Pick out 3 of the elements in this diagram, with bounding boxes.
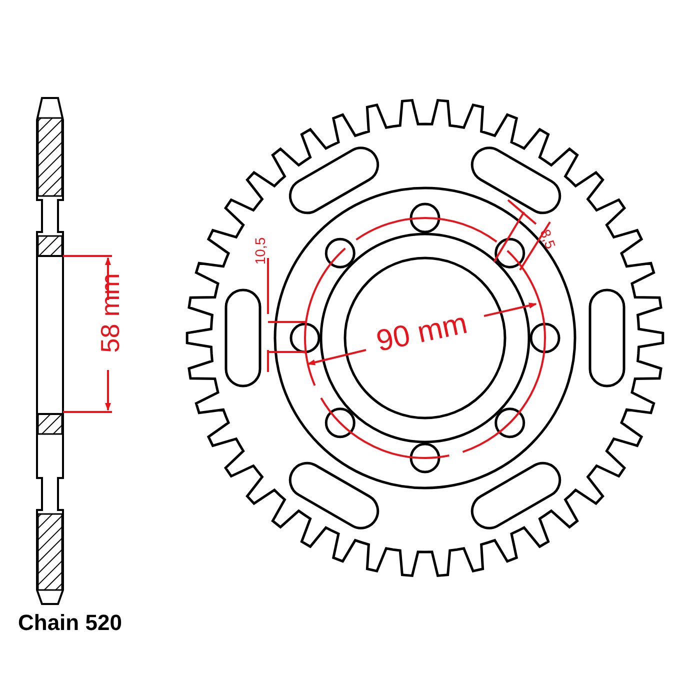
chain-size-label: Chain 520 [18, 612, 122, 634]
dimension-label: 90 mm [372, 308, 472, 358]
dimension-label: 10,5 [253, 236, 267, 267]
